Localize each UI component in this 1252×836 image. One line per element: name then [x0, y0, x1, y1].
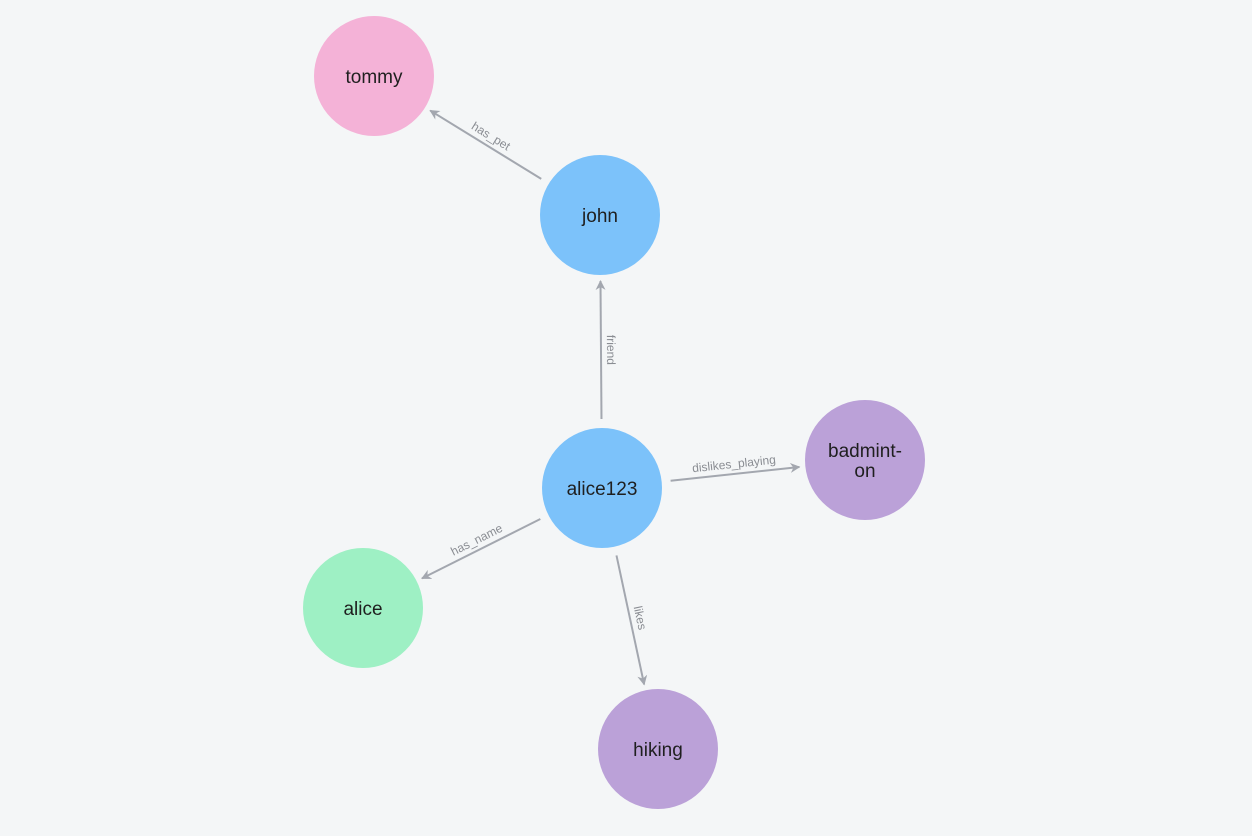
- node-hiking[interactable]: hiking: [598, 689, 718, 809]
- node-label-tommy: tommy: [346, 67, 404, 88]
- node-alice[interactable]: alice: [303, 548, 423, 668]
- edge-alice123-badminton[interactable]: [670, 462, 801, 482]
- edge-alice123-john[interactable]: [595, 279, 606, 420]
- edge-john-tommy[interactable]: [429, 109, 542, 180]
- node-tommy[interactable]: tommy: [314, 16, 434, 136]
- node-label-badminton-0: badmint-: [828, 441, 902, 462]
- edge-label-friend: friend: [604, 335, 618, 365]
- node-circle-badminton[interactable]: [805, 400, 925, 520]
- edge-alice123-alice[interactable]: [421, 518, 541, 580]
- node-label-badminton-1: on: [854, 461, 875, 482]
- node-label-john: john: [581, 206, 618, 227]
- node-badminton[interactable]: badmint-on: [805, 400, 925, 520]
- node-circle-alice123[interactable]: [542, 428, 662, 548]
- node-alice123[interactable]: alice123: [542, 428, 662, 548]
- edge-label-has-name: has_name: [448, 521, 505, 559]
- edge-label-likes: likes: [631, 605, 650, 631]
- node-circle-hiking[interactable]: [598, 689, 718, 809]
- nodes-layer: tommy john alice123 badmint-on alice hiking: [303, 16, 925, 809]
- node-circle-alice[interactable]: [303, 548, 423, 668]
- edge-label-dislikes-playing: dislikes_playing: [691, 452, 776, 475]
- node-circle-tommy[interactable]: [314, 16, 434, 136]
- node-john[interactable]: john: [540, 155, 660, 275]
- node-label-alice123: alice123: [567, 479, 638, 500]
- node-label-alice: alice: [343, 599, 382, 620]
- node-label-hiking: hiking: [633, 740, 683, 761]
- edge-alice123-hiking[interactable]: [615, 555, 648, 686]
- node-circle-john[interactable]: [540, 155, 660, 275]
